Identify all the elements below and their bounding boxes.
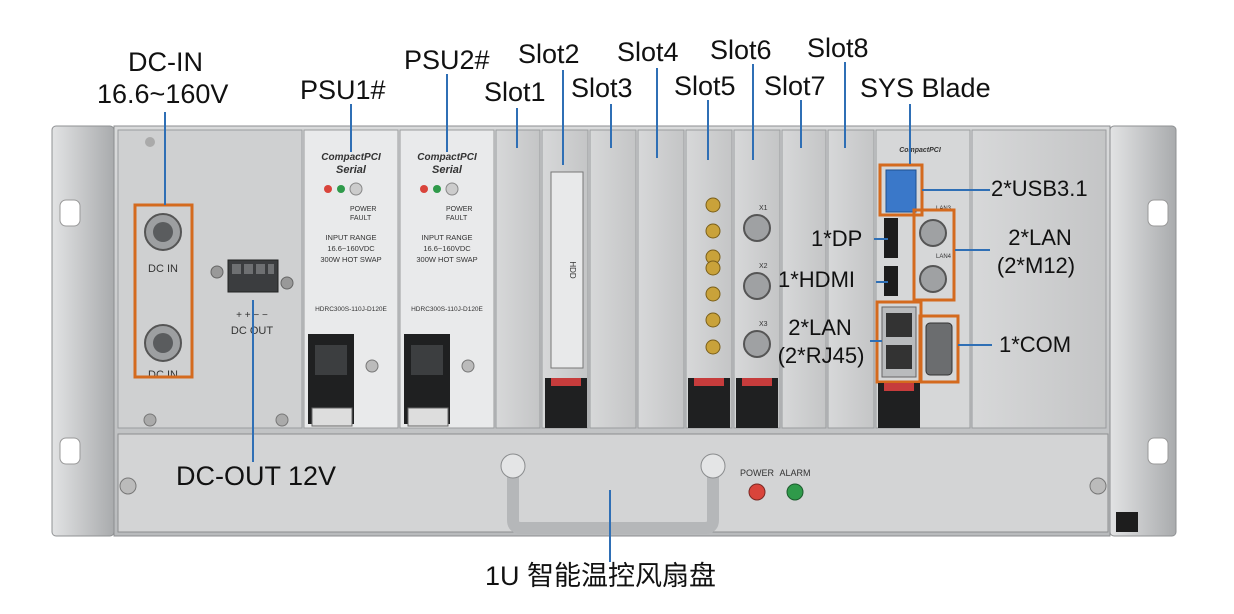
fan-alarm-label: ALARM	[779, 468, 810, 478]
callout-slot5: Slot5	[674, 71, 736, 101]
callout-fan-tray: 1U 智能温控风扇盘	[485, 561, 717, 591]
callout-line-dc-in	[164, 112, 166, 205]
svg-text:LAN4: LAN4	[936, 254, 952, 260]
callout-dc-in-range: 16.6~160V	[97, 79, 229, 109]
com-port	[925, 322, 953, 376]
fan-tray-handle	[507, 470, 719, 534]
svg-text:FAULT: FAULT	[350, 215, 372, 222]
callout-line-slot1	[516, 108, 518, 148]
callout-line-hdmi	[876, 281, 888, 283]
callout-psu2: PSU2#	[404, 45, 490, 75]
callout-lan-rj45: 2*LAN	[788, 315, 852, 340]
com-highlight-box	[918, 314, 960, 384]
svg-text:CompactPCI: CompactPCI	[417, 152, 477, 163]
svg-text:POWER: POWER	[446, 206, 472, 213]
left-rack-ear	[51, 125, 115, 537]
callout-dp: 1*DP	[811, 226, 863, 251]
svg-text:16.6~160VDC: 16.6~160VDC	[327, 244, 375, 253]
svg-text:CompactPCI: CompactPCI	[899, 147, 942, 154]
callout-line-usb	[922, 189, 990, 191]
svg-text:HDRC300S-110J-D120E: HDRC300S-110J-D120E	[411, 306, 483, 313]
svg-text:X2: X2	[759, 263, 768, 270]
hdd-bay	[550, 171, 584, 369]
callout-lan-rj45-sub: (2*RJ45)	[777, 343, 865, 368]
m12-card-ports	[743, 214, 771, 358]
callout-line-sys-blade	[909, 104, 911, 164]
callout-slot7: Slot7	[764, 71, 826, 101]
svg-text:Serial: Serial	[336, 164, 367, 176]
svg-text:POWER: POWER	[350, 206, 376, 213]
callout-line-slot2	[562, 70, 564, 165]
callout-slot3: Slot3	[571, 73, 633, 103]
callout-lan-m12: 2*LAN	[1008, 225, 1072, 250]
usb-ports	[885, 169, 917, 213]
fan-power-led	[748, 483, 766, 501]
callout-usb: 2*USB3.1	[991, 176, 1088, 201]
svg-text:X3: X3	[759, 321, 768, 328]
callout-dc-out: DC-OUT 12V	[176, 461, 337, 491]
right-rack-ear	[1109, 125, 1177, 537]
svg-text:Serial: Serial	[432, 164, 463, 176]
callout-line-psu2	[446, 74, 448, 152]
callout-line-psu1	[350, 104, 352, 152]
callout-hdmi: 1*HDMI	[778, 267, 856, 292]
lan-m12-1	[919, 219, 947, 247]
callout-line-lan-rj45	[870, 340, 882, 342]
svg-text:CompactPCI: CompactPCI	[321, 152, 381, 163]
svg-text:INPUT RANGE: INPUT RANGE	[421, 233, 472, 242]
callout-com: 1*COM	[999, 332, 1072, 357]
callout-slot8: Slot8	[807, 33, 869, 63]
dp-port	[884, 218, 898, 258]
svg-text:300W HOT SWAP: 300W HOT SWAP	[416, 255, 477, 264]
svg-text:X1: X1	[759, 205, 768, 212]
callout-line-slot7	[800, 100, 802, 148]
svg-text:HDRC300S-110J-D120E: HDRC300S-110J-D120E	[315, 306, 387, 313]
callout-slot6: Slot6	[710, 35, 772, 65]
callout-line-slot3	[610, 104, 612, 148]
lan-m12-2	[919, 265, 947, 293]
svg-text:INPUT RANGE: INPUT RANGE	[325, 233, 376, 242]
fan-power-label: POWER	[740, 468, 775, 478]
fan-tray	[117, 433, 1109, 533]
callout-slot2: Slot2	[518, 39, 580, 69]
callout-psu1: PSU1#	[300, 75, 386, 105]
psu1-module: CompactPCI Serial POWER FAULT INPUT RANG…	[303, 129, 399, 429]
svg-text:300W HOT SWAP: 300W HOT SWAP	[320, 255, 381, 264]
svg-text:FAULT: FAULT	[446, 215, 468, 222]
callout-sys-blade: SYS Blade	[860, 73, 991, 103]
callout-slot1: Slot1	[484, 77, 546, 107]
callout-line-com	[958, 344, 992, 346]
svg-text:16.6~160VDC: 16.6~160VDC	[423, 244, 471, 253]
callout-line-lan-m12	[955, 249, 990, 251]
callout-dc-in: DC-IN	[128, 47, 203, 77]
dc-in-port-label-top: DC IN	[148, 263, 178, 275]
hdmi-port	[884, 266, 898, 296]
callout-lan-m12-sub: (2*M12)	[996, 253, 1076, 278]
callout-line-dc-out	[252, 300, 254, 462]
callout-line-dp	[874, 238, 888, 240]
dc-in-port-label-bottom: DC IN	[148, 369, 178, 381]
callout-slot4: Slot4	[617, 37, 679, 67]
callout-line-fan-tray	[609, 490, 611, 562]
callout-line-slot8	[844, 62, 846, 148]
fan-alarm-led	[786, 483, 804, 501]
hdd-label: HDD	[568, 261, 577, 279]
callout-line-slot5	[707, 100, 709, 160]
psu2-module: CompactPCI Serial POWER FAULT INPUT RANG…	[399, 129, 495, 429]
callout-line-slot4	[656, 68, 658, 158]
antenna-ports	[705, 197, 721, 355]
callout-line-slot6	[752, 64, 754, 160]
dc-in-highlight-box	[133, 203, 194, 379]
lan-m12-highlight-box	[912, 208, 956, 302]
